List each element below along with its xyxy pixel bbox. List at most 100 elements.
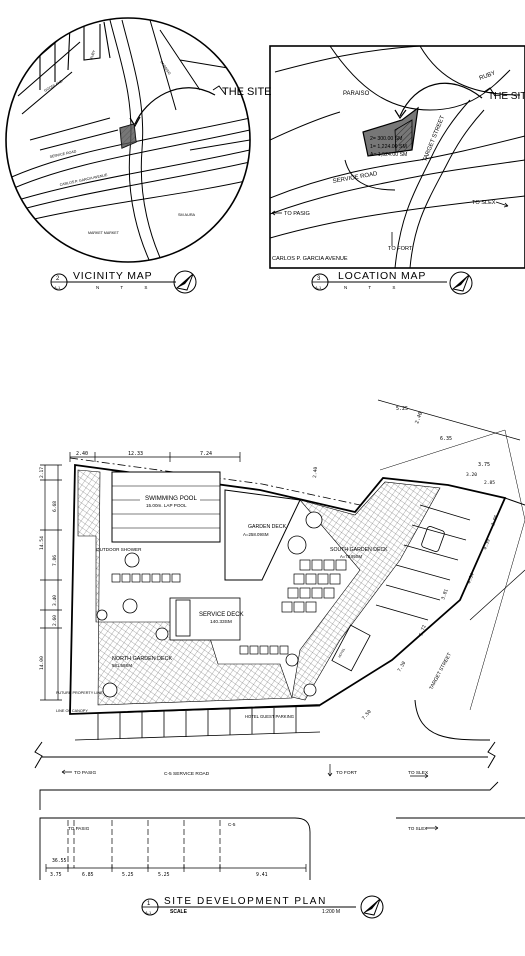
svg-text:1: 1	[147, 901, 151, 907]
plan-title-block: 1 A-1 SITE DEVELOPMENT PLAN SCALE 1:200 …	[141, 895, 384, 919]
location-map-title: LOCATION MAP	[338, 270, 426, 282]
tree-symbols	[96, 511, 323, 698]
north-arrow-icon	[449, 271, 473, 295]
svg-text:TO PASIG: TO PASIG	[284, 211, 310, 217]
svg-text:SOUTH GARDEN DECK: SOUTH GARDEN DECK	[330, 547, 388, 553]
svg-text:2.40: 2.40	[414, 411, 424, 424]
loc-to-slex: TO SLEX	[472, 200, 509, 208]
dims-bottom: 3.75 6.85 5.25 5.25 9.41 36.55	[45, 858, 307, 878]
dims-left: 2.17 6.68 14.54 7.86 3.40 2.60 14.00	[39, 464, 62, 701]
pool-sub: 15.00m. LAP POOL	[146, 503, 187, 508]
road-to-fort: TO FORT	[327, 764, 357, 777]
loc-to-fort: TO FORT	[388, 232, 413, 252]
dim-small: 36.55	[52, 858, 67, 864]
svg-text:N T S: N T S	[96, 285, 157, 290]
street-service-road: SERVICE ROAD	[49, 149, 77, 159]
svg-text:THE SITE: THE SITE	[488, 91, 525, 102]
vicinity-site-callout: THE SITE	[212, 85, 272, 98]
road-name: C-5 SERVICE ROAD	[164, 771, 210, 777]
location-title-block: 3 A-1 LOCATION MAP N T S	[311, 270, 473, 295]
svg-text:N T S: N T S	[344, 285, 405, 290]
svg-text:FUTURE PROPERTY LINE: FUTURE PROPERTY LINE	[56, 691, 103, 695]
dims-right: 5.25 2.40 6.35 3.75 3.20 2.85 3.96 4.39 …	[312, 399, 525, 722]
street-market-market: MARKET MARKET	[88, 231, 120, 235]
north-garden-deck: NORTH GARDEN DECK 581.59SM	[112, 656, 173, 668]
svg-text:14.54: 14.54	[39, 536, 45, 550]
svg-text:A= 1,524.00 SM: A= 1,524.00 SM	[370, 152, 407, 158]
svg-text:5.72: 5.72	[418, 624, 428, 637]
road-to-pasig: TO PASIG	[61, 769, 96, 776]
street-goodland: GOODLAND	[44, 79, 64, 93]
dims-top: 2.40 12.33 7.24	[69, 451, 241, 462]
loc-service-road: SERVICE ROAD	[332, 171, 378, 185]
svg-text:TO FORT: TO FORT	[388, 246, 413, 252]
svg-text:7.24: 7.24	[200, 451, 212, 457]
garden-deck: GARDEN DECK A=258.09SM	[224, 489, 301, 581]
street-ruby: RUBY	[89, 49, 96, 60]
svg-text:TO SLEX: TO SLEX	[408, 826, 427, 831]
svg-text:7.30: 7.30	[397, 660, 408, 673]
svg-text:4.39: 4.39	[482, 538, 492, 551]
road-to-slex-lower: TO SLEX	[408, 825, 439, 831]
svg-text:TARGET STREET: TARGET STREET	[428, 652, 453, 691]
vicinity-title-block: 2 A-1 VICINITY MAP N T S	[50, 270, 197, 294]
location-map: PARAISO RUBY TARGET STREET SERVICE ROAD …	[269, 45, 525, 269]
svg-text:LINE OF CANOPY: LINE OF CANOPY	[56, 709, 88, 713]
svg-text:12.33: 12.33	[128, 451, 143, 457]
svg-text:1= 1,224.00 SM: 1= 1,224.00 SM	[370, 144, 407, 150]
svg-text:3.81: 3.81	[440, 588, 450, 601]
svg-text:TO PASIG: TO PASIG	[68, 826, 90, 831]
svg-text:2.17: 2.17	[39, 467, 45, 478]
svg-text:2: 2	[56, 276, 60, 282]
swimming-pool: SWIMMING POOL 15.00m. LAP POOL	[111, 471, 221, 543]
svg-text:OUTDOOR SHOWER: OUTDOOR SHOWER	[96, 547, 142, 552]
svg-text:HOTEL GUEST PARKING: HOTEL GUEST PARKING	[245, 714, 294, 719]
svg-text:3: 3	[317, 276, 321, 282]
paving-north	[77, 469, 293, 706]
svg-text:TO SLEX: TO SLEX	[472, 200, 496, 206]
site-development-plan: SWIMMING POOL 15.00m. LAP POOL GARDEN DE…	[34, 399, 525, 919]
svg-text:6.35: 6.35	[440, 436, 452, 442]
svg-text:2.40: 2.40	[312, 466, 319, 478]
svg-text:A=73.95SM: A=73.95SM	[340, 554, 363, 559]
svg-text:2.40: 2.40	[76, 451, 88, 457]
loc-to-pasig: TO PASIG	[271, 210, 310, 217]
outdoor-shower: OUTDOOR SHOWER	[96, 547, 142, 552]
road-c5: C-5	[228, 822, 236, 827]
loc-avenue: CARLOS P. GARCIA AVENUE	[272, 256, 348, 262]
svg-text:7.50: 7.50	[361, 709, 373, 722]
svg-text:581.59SM: 581.59SM	[112, 663, 132, 668]
svg-text:14.00: 14.00	[39, 656, 45, 670]
svg-text:140.33SM: 140.33SM	[210, 619, 232, 625]
svg-text:4.34: 4.34	[466, 572, 476, 585]
service-deck: SERVICE DECK 140.33SM	[169, 597, 244, 641]
street-sm-aura: SM AURA	[178, 213, 196, 217]
svg-text:5.25: 5.25	[396, 406, 408, 412]
plan-scale-label: SCALE	[170, 909, 188, 915]
loc-paraiso: PARAISO	[343, 91, 370, 97]
loc-area-schedule: 2= 300.00 SM 1= 1,224.00 SM A= 1,524.00 …	[370, 136, 407, 158]
svg-text:SERVICE DECK: SERVICE DECK	[199, 612, 244, 618]
north-arrow-icon	[360, 895, 384, 919]
guest-parking: HOTEL GUEST PARKING LINE OF CANOPY FUTUR…	[56, 691, 321, 741]
svg-text:2.60: 2.60	[52, 615, 58, 626]
target-street: TARGET STREET	[414, 497, 525, 741]
svg-text:5.25: 5.25	[158, 872, 170, 878]
svg-text:6.85: 6.85	[82, 872, 94, 878]
svg-text:3.40: 3.40	[52, 595, 58, 606]
vicinity-streets: GOODLAND RUBY PARAISO SERVICE ROAD CARLO…	[6, 19, 250, 262]
svg-text:TO PASIG: TO PASIG	[74, 770, 96, 776]
svg-text:5.25: 5.25	[122, 872, 134, 878]
svg-text:3.20: 3.20	[466, 472, 477, 478]
svg-text:TO SLEX: TO SLEX	[408, 770, 429, 776]
north-arrow-icon	[173, 270, 197, 294]
loc-ruby: RUBY	[479, 71, 497, 82]
plan-scale-value: 1:200 M	[322, 909, 340, 915]
svg-text:A-1: A-1	[145, 910, 152, 915]
svg-text:NORTH GARDEN DECK: NORTH GARDEN DECK	[112, 656, 173, 662]
south-garden-deck: SOUTH GARDEN DECK A=73.95SM	[330, 547, 388, 559]
svg-text:3.96: 3.96	[490, 514, 500, 527]
svg-text:7.86: 7.86	[52, 555, 58, 566]
svg-text:9.41: 9.41	[256, 872, 268, 878]
